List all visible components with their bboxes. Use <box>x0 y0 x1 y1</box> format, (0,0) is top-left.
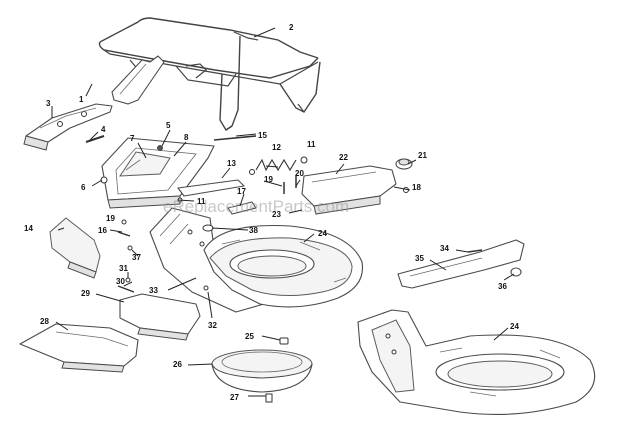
callout-37: 37 <box>132 253 141 262</box>
part-21-knob <box>395 158 413 170</box>
callout-19a: 19 <box>264 175 273 184</box>
callout-15: 15 <box>258 131 267 140</box>
callout-1: 1 <box>79 95 84 104</box>
part-12-spring <box>249 158 297 175</box>
callout-19b: 19 <box>106 214 115 223</box>
part-27-bolt <box>265 393 273 403</box>
part-28-discharge-guard <box>19 323 139 373</box>
callout-20: 20 <box>295 169 304 178</box>
part-15-rod <box>213 135 257 141</box>
callout-5: 5 <box>166 121 171 130</box>
callout-3: 3 <box>46 99 51 108</box>
callout-28: 28 <box>40 317 49 326</box>
callout-26: 26 <box>173 360 182 369</box>
part-3-bracket <box>23 103 113 151</box>
part-24-deck <box>357 309 596 415</box>
part-16-pin <box>117 231 131 237</box>
part-6-nut <box>100 176 108 184</box>
callout-31: 31 <box>119 264 128 273</box>
callout-23: 23 <box>272 210 281 219</box>
callout-21: 21 <box>418 151 427 160</box>
callout-18: 18 <box>412 183 421 192</box>
callout-4: 4 <box>101 125 106 134</box>
part-19-washer <box>121 219 127 225</box>
part-13-deflector-bar <box>177 179 245 197</box>
callout-16: 16 <box>98 226 107 235</box>
callout-25: 25 <box>245 332 254 341</box>
callout-17: 17 <box>237 187 246 196</box>
callout-35: 35 <box>415 254 424 263</box>
part-2-bag-frame <box>98 17 321 131</box>
part-5-screw <box>157 145 163 151</box>
callout-14: 14 <box>24 224 33 233</box>
callout-30: 30 <box>116 277 125 286</box>
callout-34: 34 <box>440 244 449 253</box>
part-14-side-deflector <box>49 217 101 279</box>
part-25-nut <box>279 337 289 345</box>
part-31-nut <box>125 277 131 283</box>
callout-36: 36 <box>498 282 507 291</box>
part-22-rear-deflector <box>301 165 397 215</box>
callout-7: 7 <box>130 134 135 143</box>
leader-lines <box>51 27 515 397</box>
callout-11a: 11 <box>197 197 206 206</box>
callout-13: 13 <box>227 159 236 168</box>
watermark-text: eReplacementParts.com <box>163 197 349 216</box>
part-30-bolt <box>117 285 135 293</box>
callout-11b: 11 <box>307 140 316 149</box>
callout-12: 12 <box>272 143 281 152</box>
part-26-bowl <box>211 349 313 393</box>
callout-6: 6 <box>81 183 86 192</box>
part-7-chute-plate <box>119 151 171 177</box>
callout-27: 27 <box>230 393 239 402</box>
callout-2: 2 <box>289 23 294 32</box>
callout-29: 29 <box>81 289 90 298</box>
part-35-bracket-bar <box>397 239 525 289</box>
callout-24a: 24 <box>318 229 327 238</box>
part-29-mulch-plug <box>119 293 201 341</box>
callout-24b: 24 <box>510 322 519 331</box>
callout-33: 33 <box>149 286 158 295</box>
callout-labels: 1 2 3 4 5 6 7 8 11 11 12 13 14 15 16 17 … <box>24 23 519 402</box>
part-1-handle-bracket <box>111 55 165 105</box>
part-17-hinge <box>227 201 257 215</box>
part-32-bolt <box>203 285 209 291</box>
part-38-washer <box>202 224 214 232</box>
callout-22: 22 <box>339 153 348 162</box>
callout-32: 32 <box>208 321 217 330</box>
callout-8: 8 <box>184 133 189 142</box>
part-24-deck-housing <box>203 224 364 308</box>
part-4-pin <box>85 135 105 143</box>
part-34-screw <box>467 249 483 253</box>
part-37-nut <box>127 245 133 251</box>
part-11-nut <box>300 156 308 164</box>
callout-38: 38 <box>249 226 258 235</box>
